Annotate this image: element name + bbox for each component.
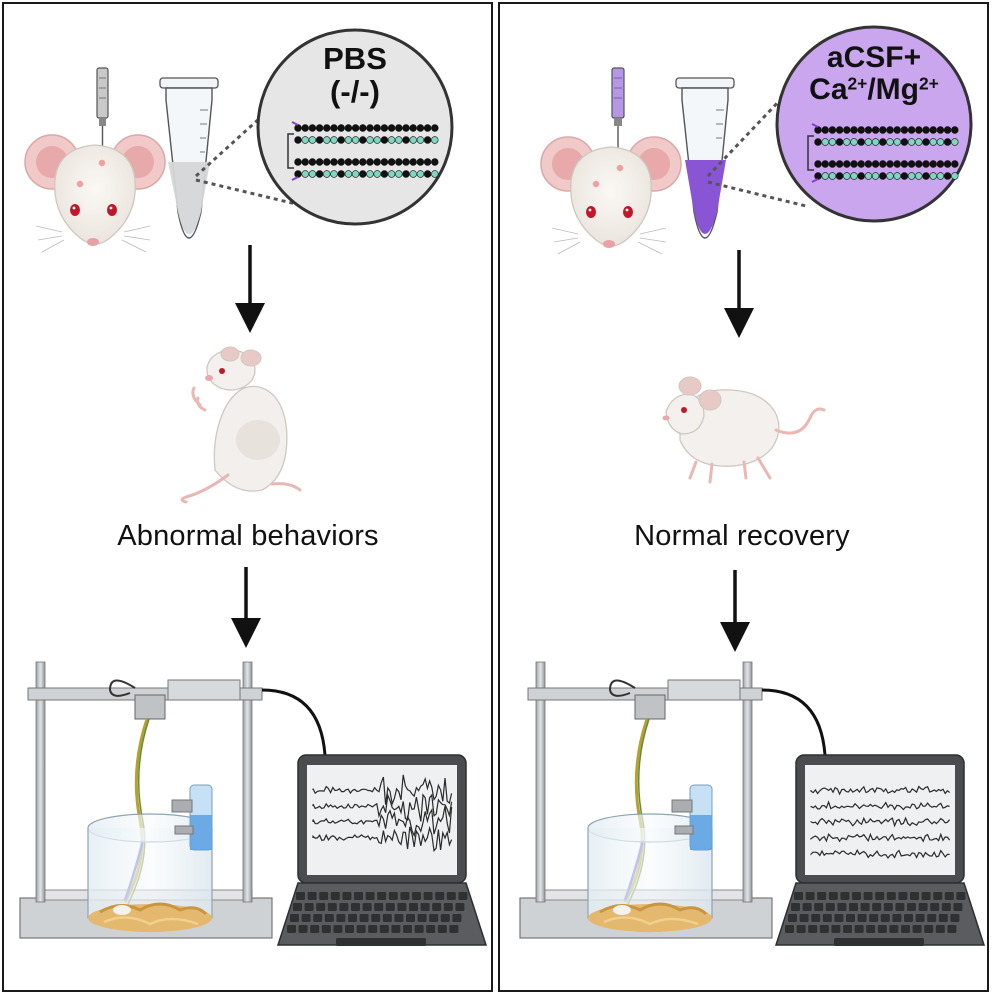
left-solution-label: PBS (-/-): [280, 42, 430, 109]
syringe-icon: [611, 67, 625, 160]
syringe-icon: [96, 67, 109, 158]
laptop-icon: [276, 754, 488, 946]
left-solution-line2: (-/-): [330, 74, 380, 110]
dna-strands-icon: [807, 123, 959, 183]
left-solution-line1: PBS: [323, 41, 387, 76]
eeg-traces: [810, 785, 951, 860]
right-panel-frame: [498, 2, 989, 992]
magnifier-line-bottom: [707, 180, 807, 208]
mouse-walking-icon: [662, 376, 826, 484]
laptop-icon: [774, 754, 986, 946]
right-panel-art: [519, 25, 986, 946]
arrow-down-icon: [235, 245, 265, 333]
ion-a-charge: 2+: [847, 73, 868, 94]
microtube-icon: [159, 77, 219, 239]
left-panel-art: [19, 28, 488, 946]
left-panel-frame: [2, 2, 493, 992]
magnifier-line-bottom: [195, 178, 297, 206]
right-solution-line2: Ca2+/Mg2+: [774, 74, 974, 106]
mouse-rearing-icon: [180, 346, 302, 504]
ion-b: /Mg: [867, 73, 919, 107]
ion-a: Ca: [809, 73, 848, 107]
keyboard: [287, 892, 468, 946]
right-solution-line1: aCSF+: [826, 41, 922, 74]
left-outcome-label: Abnormal behaviors: [117, 520, 379, 552]
eeg-traces: [312, 774, 453, 853]
right-outcome-label: Normal recovery: [634, 520, 850, 552]
mouse-head-icon: [540, 136, 682, 255]
dna-strands-icon: [287, 121, 439, 181]
mouse-head-icon: [24, 134, 166, 253]
arrow-down-icon: [720, 570, 750, 652]
microtube-icon: [675, 77, 735, 239]
keyboard: [785, 892, 966, 946]
arrow-down-icon: [231, 567, 261, 648]
eeg-rig-icon: [19, 661, 327, 939]
eeg-rig-icon: [519, 661, 827, 939]
ion-b-charge: 2+: [919, 73, 939, 94]
magnifier-line-top: [706, 96, 784, 178]
right-solution-label: aCSF+ Ca2+/Mg2+: [774, 41, 974, 107]
arrow-down-icon: [724, 250, 754, 338]
